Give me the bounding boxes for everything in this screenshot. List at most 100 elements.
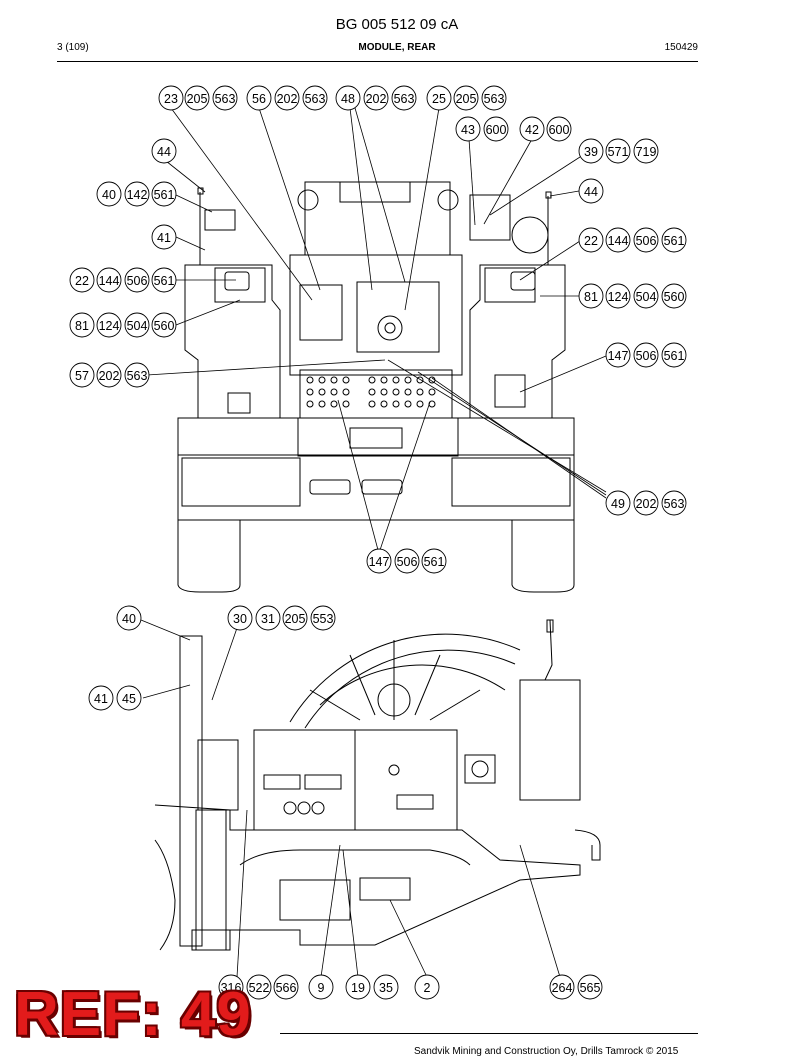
- callout-label: 202: [99, 369, 120, 383]
- callout-56-202-563: [246, 85, 328, 111]
- callout-label: 563: [484, 92, 505, 106]
- callout-40-142-561: [96, 181, 177, 207]
- callout-label: 205: [456, 92, 477, 106]
- callout-41: [151, 224, 177, 250]
- callout-147-506-561-bottom: [366, 548, 447, 574]
- header-rule: [57, 61, 698, 62]
- callout-label: 22: [75, 274, 89, 288]
- callout-39-571-719: [578, 138, 659, 164]
- callout-30-31-205-553: [227, 605, 336, 631]
- callout-label: 22: [584, 234, 598, 248]
- callout-label: 40: [102, 188, 116, 202]
- callout-label: 264: [552, 981, 573, 995]
- callout-label: 44: [584, 185, 598, 199]
- callouts-bottom: [88, 605, 603, 1000]
- rear-view-drawing: [177, 181, 575, 593]
- callout-label: 202: [366, 92, 387, 106]
- callout-label: 56: [252, 92, 266, 106]
- callout-label: 563: [127, 369, 148, 383]
- callouts-top: [69, 85, 687, 574]
- callout-label: 504: [127, 319, 148, 333]
- callout-label: 316: [221, 981, 242, 995]
- callout-label: 506: [397, 555, 418, 569]
- callout-label: 48: [341, 92, 355, 106]
- leader-lines-top: [146, 107, 607, 551]
- callout-label: 41: [157, 231, 171, 245]
- callout-label: 30: [233, 612, 247, 626]
- callout-9: [308, 974, 334, 1000]
- callout-label: 563: [215, 92, 236, 106]
- callout-label: 9: [318, 981, 325, 995]
- callout-label: 205: [187, 92, 208, 106]
- callout-81-124-504-560-right: [578, 283, 687, 309]
- callout-264-565: [549, 974, 603, 1000]
- callout-2: [414, 974, 440, 1000]
- callout-labels-bottom: 40 30 31 205 553 41 45 316 522 566 9 19 …: [94, 612, 600, 995]
- callout-147-506-561-right: [605, 342, 687, 368]
- callout-44-b: [578, 178, 604, 204]
- footer-copyright: Sandvik Mining and Construction Oy, Dril…: [414, 1046, 679, 1057]
- callout-label: 25: [432, 92, 446, 106]
- callout-48-202-563: [335, 85, 417, 111]
- callout-label: 144: [608, 234, 629, 248]
- callout-label: 45: [122, 692, 136, 706]
- callout-22-144-506-561-right: [578, 227, 687, 253]
- callout-label: 571: [608, 145, 629, 159]
- callout-label: 81: [75, 319, 89, 333]
- callout-40-side: [116, 605, 142, 631]
- callout-42-600: [519, 116, 572, 142]
- callout-label: 202: [277, 92, 298, 106]
- callout-label: 205: [285, 612, 306, 626]
- callout-43-600: [455, 116, 509, 142]
- callout-41-45: [88, 685, 142, 711]
- callout-label: 49: [611, 497, 625, 511]
- callout-316-522-566: [218, 974, 299, 1000]
- callout-label: 563: [394, 92, 415, 106]
- callout-label: 57: [75, 369, 89, 383]
- callout-label: 506: [636, 234, 657, 248]
- ref-stamp: REF: 49: [14, 980, 252, 1049]
- callout-label: 19: [351, 981, 365, 995]
- callout-23-205-563: [158, 85, 238, 111]
- side-view-drawing: [154, 619, 601, 951]
- callout-label: 124: [608, 290, 629, 304]
- leader-lines-bottom: [140, 619, 561, 978]
- page-number: 3 (109): [57, 42, 89, 53]
- section-title: MODULE, REAR: [358, 42, 436, 53]
- callout-label: 81: [584, 290, 598, 304]
- callout-22-144-506-561-left: [69, 267, 177, 293]
- callout-label: 504: [636, 290, 657, 304]
- callout-label: 560: [664, 290, 685, 304]
- callout-57-202-563: [69, 362, 150, 388]
- callout-label: 561: [664, 234, 685, 248]
- callout-labels-top: 23 205 563 56 202 563 48 202 563 25 205 …: [75, 92, 684, 569]
- callout-label: 147: [608, 349, 629, 363]
- callout-label: 553: [313, 612, 334, 626]
- callout-label: 44: [157, 145, 171, 159]
- callout-label: 506: [127, 274, 148, 288]
- callout-label: 31: [261, 612, 275, 626]
- callout-25-205-563: [426, 85, 507, 111]
- callout-44-a: [151, 138, 177, 164]
- callout-label: 39: [584, 145, 598, 159]
- callout-label: 563: [664, 497, 685, 511]
- callout-label: 23: [164, 92, 178, 106]
- callout-81-124-504-560-left: [69, 312, 177, 338]
- callout-label: 522: [249, 981, 270, 995]
- callout-label: 43: [461, 123, 475, 137]
- callout-label: 144: [99, 274, 120, 288]
- footer-rule: [280, 1033, 698, 1034]
- callout-19-35: [345, 974, 399, 1000]
- callout-label: 560: [154, 319, 175, 333]
- callout-label: 35: [379, 981, 393, 995]
- callout-label: 142: [127, 188, 148, 202]
- callout-label: 41: [94, 692, 108, 706]
- callout-label: 719: [636, 145, 657, 159]
- callout-label: 561: [424, 555, 445, 569]
- callout-label: 506: [636, 349, 657, 363]
- callout-label: 600: [486, 123, 507, 137]
- callout-label: 600: [549, 123, 570, 137]
- callout-label: 124: [99, 319, 120, 333]
- hole-grid: [306, 376, 436, 408]
- callout-label: 561: [664, 349, 685, 363]
